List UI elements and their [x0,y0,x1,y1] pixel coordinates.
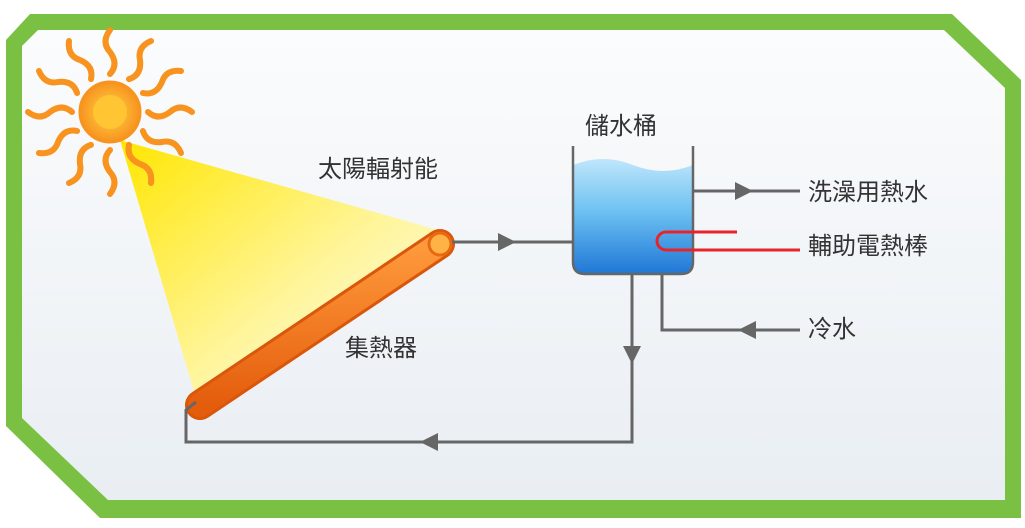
arrow-left-cold-water [738,321,756,339]
flow-arrows [420,182,756,451]
diagram-panel [22,30,1005,500]
label-solar-radiation: 太陽輻射能 [318,155,438,183]
collector-tube [185,229,455,420]
label-electric-heater: 輔助電熱棒 [808,232,928,260]
label-cold-water-in: 冷水 [808,315,856,343]
storage-tank [571,146,695,276]
arrow-right-hot-water [735,182,753,200]
sun-icon [25,27,195,197]
label-storage-tank: 儲水桶 [585,112,657,140]
arrow-left-return [420,433,438,451]
sun-beam [120,140,445,405]
pipe-return-loop [184,272,634,444]
electric-heater-rod [655,230,800,252]
arrow-right-to-tank [498,233,516,251]
arrow-down-return [623,346,641,364]
label-collector: 集熱器 [345,334,417,362]
label-hot-water-out: 洗澡用熱水 [808,178,928,206]
